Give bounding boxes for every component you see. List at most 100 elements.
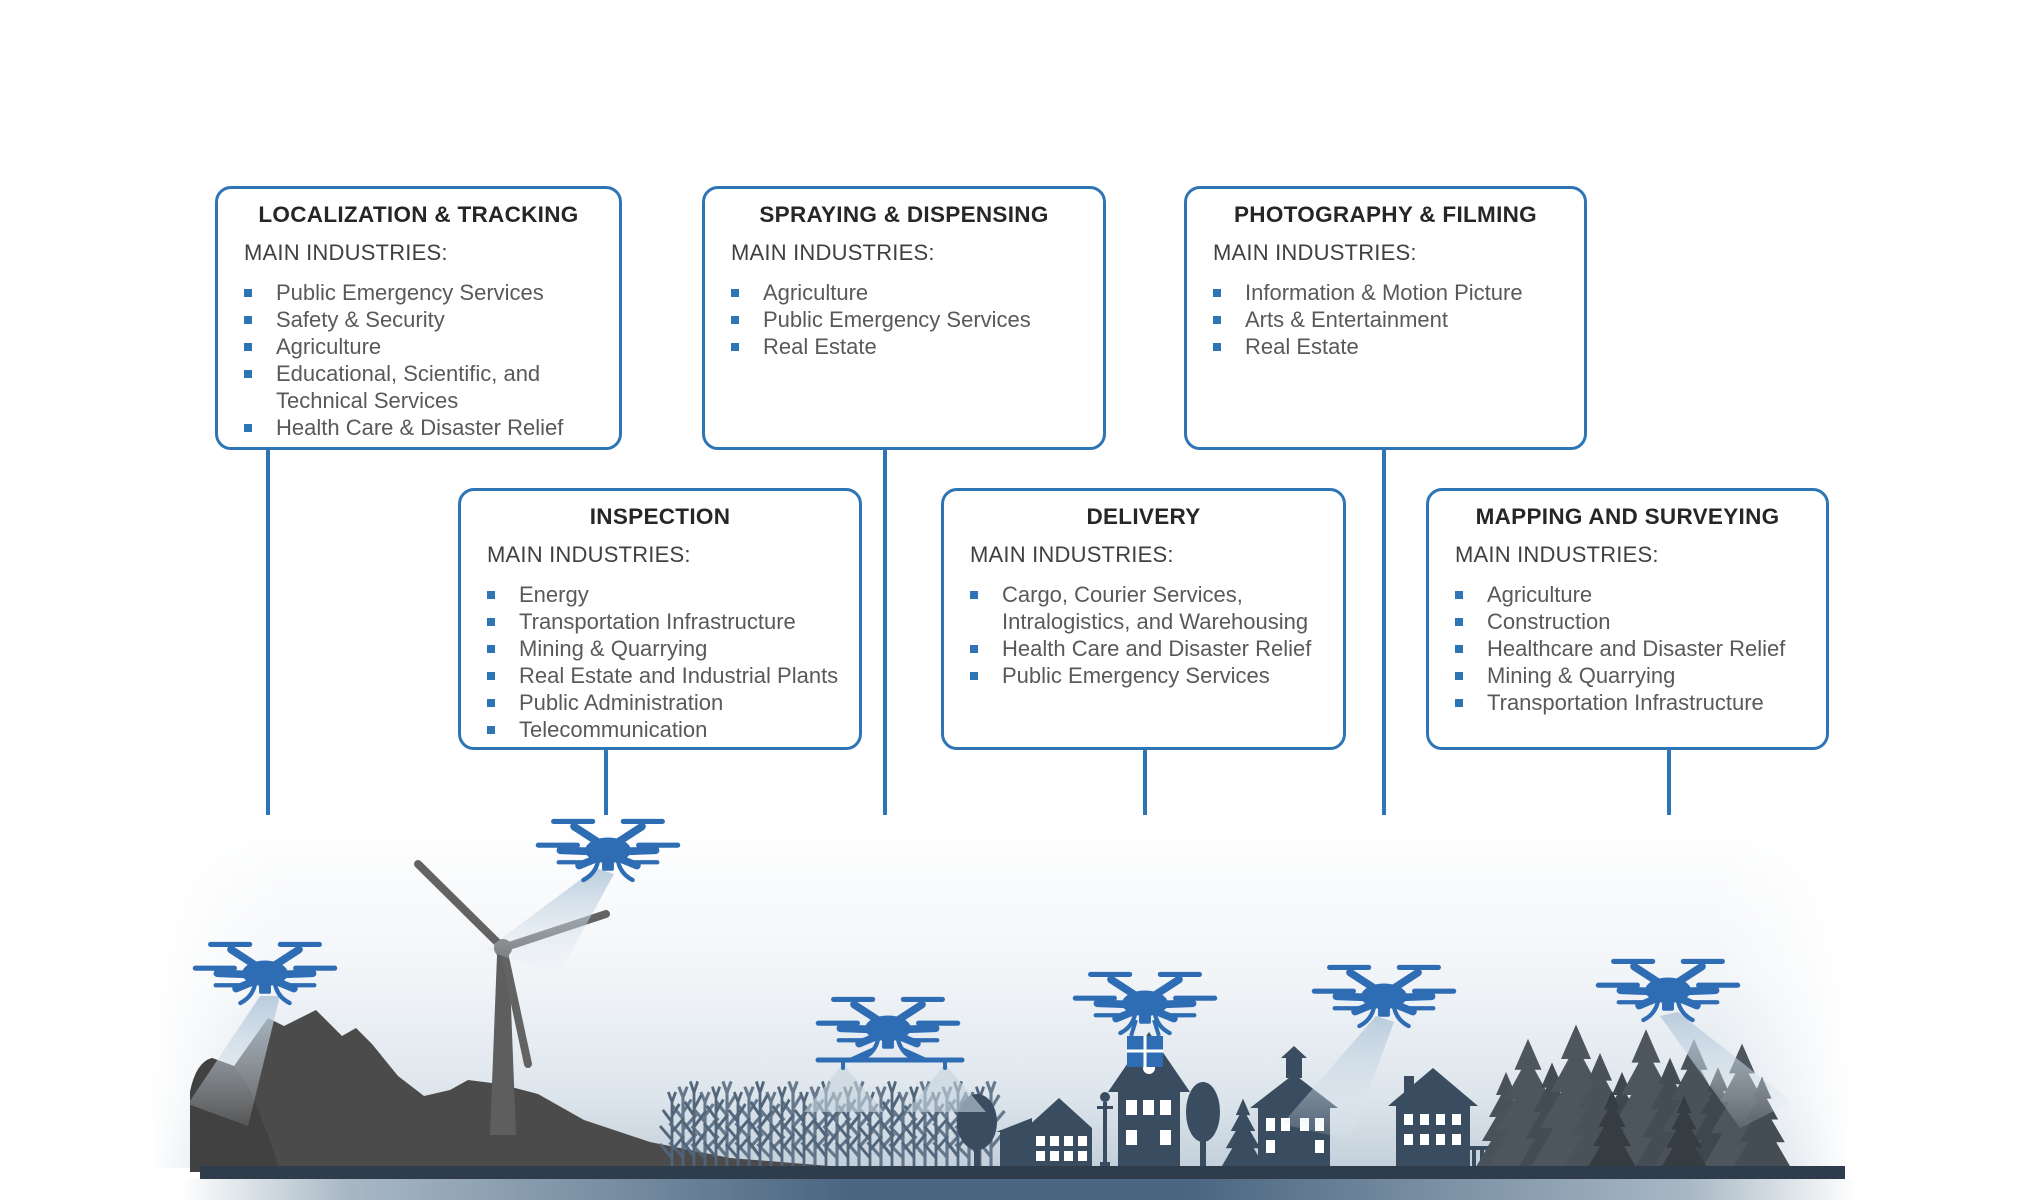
- bullet-square-icon: [1455, 645, 1463, 653]
- card-subtitle: MAIN INDUSTRIES:: [1213, 240, 1417, 265]
- bullet-square-icon: [970, 672, 978, 680]
- scanning-beams: [188, 868, 1792, 1140]
- connector-photography-filming: [1382, 449, 1386, 953]
- industry-label: Safety & Security: [276, 307, 445, 332]
- industry-item: Public Emergency Services: [970, 662, 1325, 689]
- industry-label: Health Care & Disaster Relief: [276, 415, 564, 440]
- bullet-square-icon: [1213, 289, 1221, 297]
- connector-spraying-dispensing: [883, 449, 887, 1001]
- bullet-square-icon: [244, 424, 252, 432]
- card-delivery: DELIVERY MAIN INDUSTRIES: Cargo, Courier…: [941, 488, 1346, 750]
- industry-item: Energy: [487, 581, 841, 608]
- bullet-square-icon: [970, 591, 978, 599]
- card-photography-filming: PHOTOGRAPHY & FILMING MAIN INDUSTRIES: I…: [1184, 186, 1587, 450]
- industry-label: Educational, Scientific, and Technical S…: [276, 361, 541, 413]
- card-title: MAPPING AND SURVEYING: [1475, 504, 1780, 529]
- industry-label: Public Emergency Services: [1002, 663, 1270, 688]
- bullet-square-icon: [1455, 699, 1463, 707]
- card-subtitle: MAIN INDUSTRIES:: [731, 240, 935, 265]
- industry-item: Mining & Quarrying: [1455, 662, 1808, 689]
- industry-label: Agriculture: [276, 334, 382, 359]
- industry-label: Real Estate and Industrial Plants: [519, 663, 839, 688]
- industry-label: Telecommunication: [519, 717, 708, 742]
- card-subtitle: MAIN INDUSTRIES:: [970, 542, 1174, 567]
- bullet-square-icon: [487, 591, 495, 599]
- industry-label: Mining & Quarrying: [519, 636, 708, 661]
- bullet-square-icon: [487, 726, 495, 734]
- industry-item: Public Emergency Services: [244, 279, 601, 306]
- industry-item: Real Estate and Industrial Plants: [487, 662, 841, 689]
- industry-item: Public Emergency Services: [731, 306, 1085, 333]
- water-band: [180, 1179, 1856, 1200]
- card-title: INSPECTION: [589, 504, 731, 529]
- bullet-square-icon: [970, 645, 978, 653]
- industry-item: Information & Motion Picture: [1213, 279, 1566, 306]
- industry-item: Public Administration: [487, 689, 841, 716]
- bullet-square-icon: [1455, 591, 1463, 599]
- card-localization-tracking: LOCALIZATION & TRACKING MAIN INDUSTRIES:…: [215, 186, 622, 450]
- industry-item: Telecommunication: [487, 716, 841, 743]
- industry-label: Agriculture: [763, 280, 869, 305]
- industry-label: Public Emergency Services: [763, 307, 1031, 332]
- beam-localization: [188, 996, 280, 1126]
- house-with-fence-icon: [1388, 1068, 1510, 1168]
- industry-label: Health Care and Disaster Relief: [1002, 636, 1312, 661]
- bullet-square-icon: [487, 645, 495, 653]
- industry-item: Transportation Infrastructure: [487, 608, 841, 635]
- bullet-square-icon: [1455, 672, 1463, 680]
- industry-item: Arts & Entertainment: [1213, 306, 1566, 333]
- package-icon: [1127, 1019, 1163, 1067]
- industry-item: Health Care and Disaster Relief: [970, 635, 1325, 662]
- industry-label: Mining & Quarrying: [1487, 663, 1676, 688]
- industry-label: Healthcare and Disaster Relief: [1487, 636, 1786, 661]
- bullet-square-icon: [731, 343, 739, 351]
- bullet-square-icon: [1213, 343, 1221, 351]
- beam-mapping: [1660, 1012, 1792, 1128]
- landscape-scene: [150, 815, 1856, 1200]
- spray-boom: [815, 1048, 965, 1070]
- industry-label: Real Estate: [763, 334, 877, 359]
- industry-item: Mining & Quarrying: [487, 635, 841, 662]
- bullet-square-icon: [1213, 316, 1221, 324]
- beam-inspection: [486, 868, 614, 976]
- ground: [200, 1166, 1845, 1179]
- industry-label: Arts & Entertainment: [1245, 307, 1448, 332]
- bullet-square-icon: [244, 316, 252, 324]
- card-spraying-dispensing: SPRAYING & DISPENSING MAIN INDUSTRIES: A…: [702, 186, 1106, 450]
- industry-list: Cargo, Courier Services, Intralogistics,…: [962, 581, 1325, 689]
- round-tree-icon: [1186, 1082, 1220, 1168]
- industry-label: Cargo, Courier Services, Intralogistics,…: [1002, 582, 1309, 634]
- industry-label: Information & Motion Picture: [1245, 280, 1523, 305]
- beam-photography: [1282, 1016, 1394, 1140]
- bullet-square-icon: [487, 618, 495, 626]
- house-icon: [996, 1098, 1092, 1168]
- industry-label: Construction: [1487, 609, 1611, 634]
- industry-item: Educational, Scientific, and Technical S…: [244, 360, 601, 414]
- card-subtitle: MAIN INDUSTRIES:: [487, 542, 691, 567]
- industry-item: Cargo, Courier Services, Intralogistics,…: [970, 581, 1325, 635]
- industry-item: Agriculture: [244, 333, 601, 360]
- spray-mist: [804, 1064, 986, 1112]
- bullet-square-icon: [731, 316, 739, 324]
- bullet-square-icon: [244, 343, 252, 351]
- industry-item: Transportation Infrastructure: [1455, 689, 1808, 716]
- bullet-square-icon: [487, 699, 495, 707]
- industry-item: Agriculture: [731, 279, 1085, 306]
- industry-label: Transportation Infrastructure: [1487, 690, 1764, 715]
- card-title: LOCALIZATION & TRACKING: [258, 202, 579, 227]
- connector-localization-tracking: [266, 449, 270, 931]
- industry-label: Public Emergency Services: [276, 280, 544, 305]
- bullet-square-icon: [244, 289, 252, 297]
- industry-item: Healthcare and Disaster Relief: [1455, 635, 1808, 662]
- bullet-square-icon: [244, 370, 252, 378]
- bullet-square-icon: [487, 672, 495, 680]
- industry-item: Agriculture: [1455, 581, 1808, 608]
- industry-label: Transportation Infrastructure: [519, 609, 796, 634]
- industry-item: Construction: [1455, 608, 1808, 635]
